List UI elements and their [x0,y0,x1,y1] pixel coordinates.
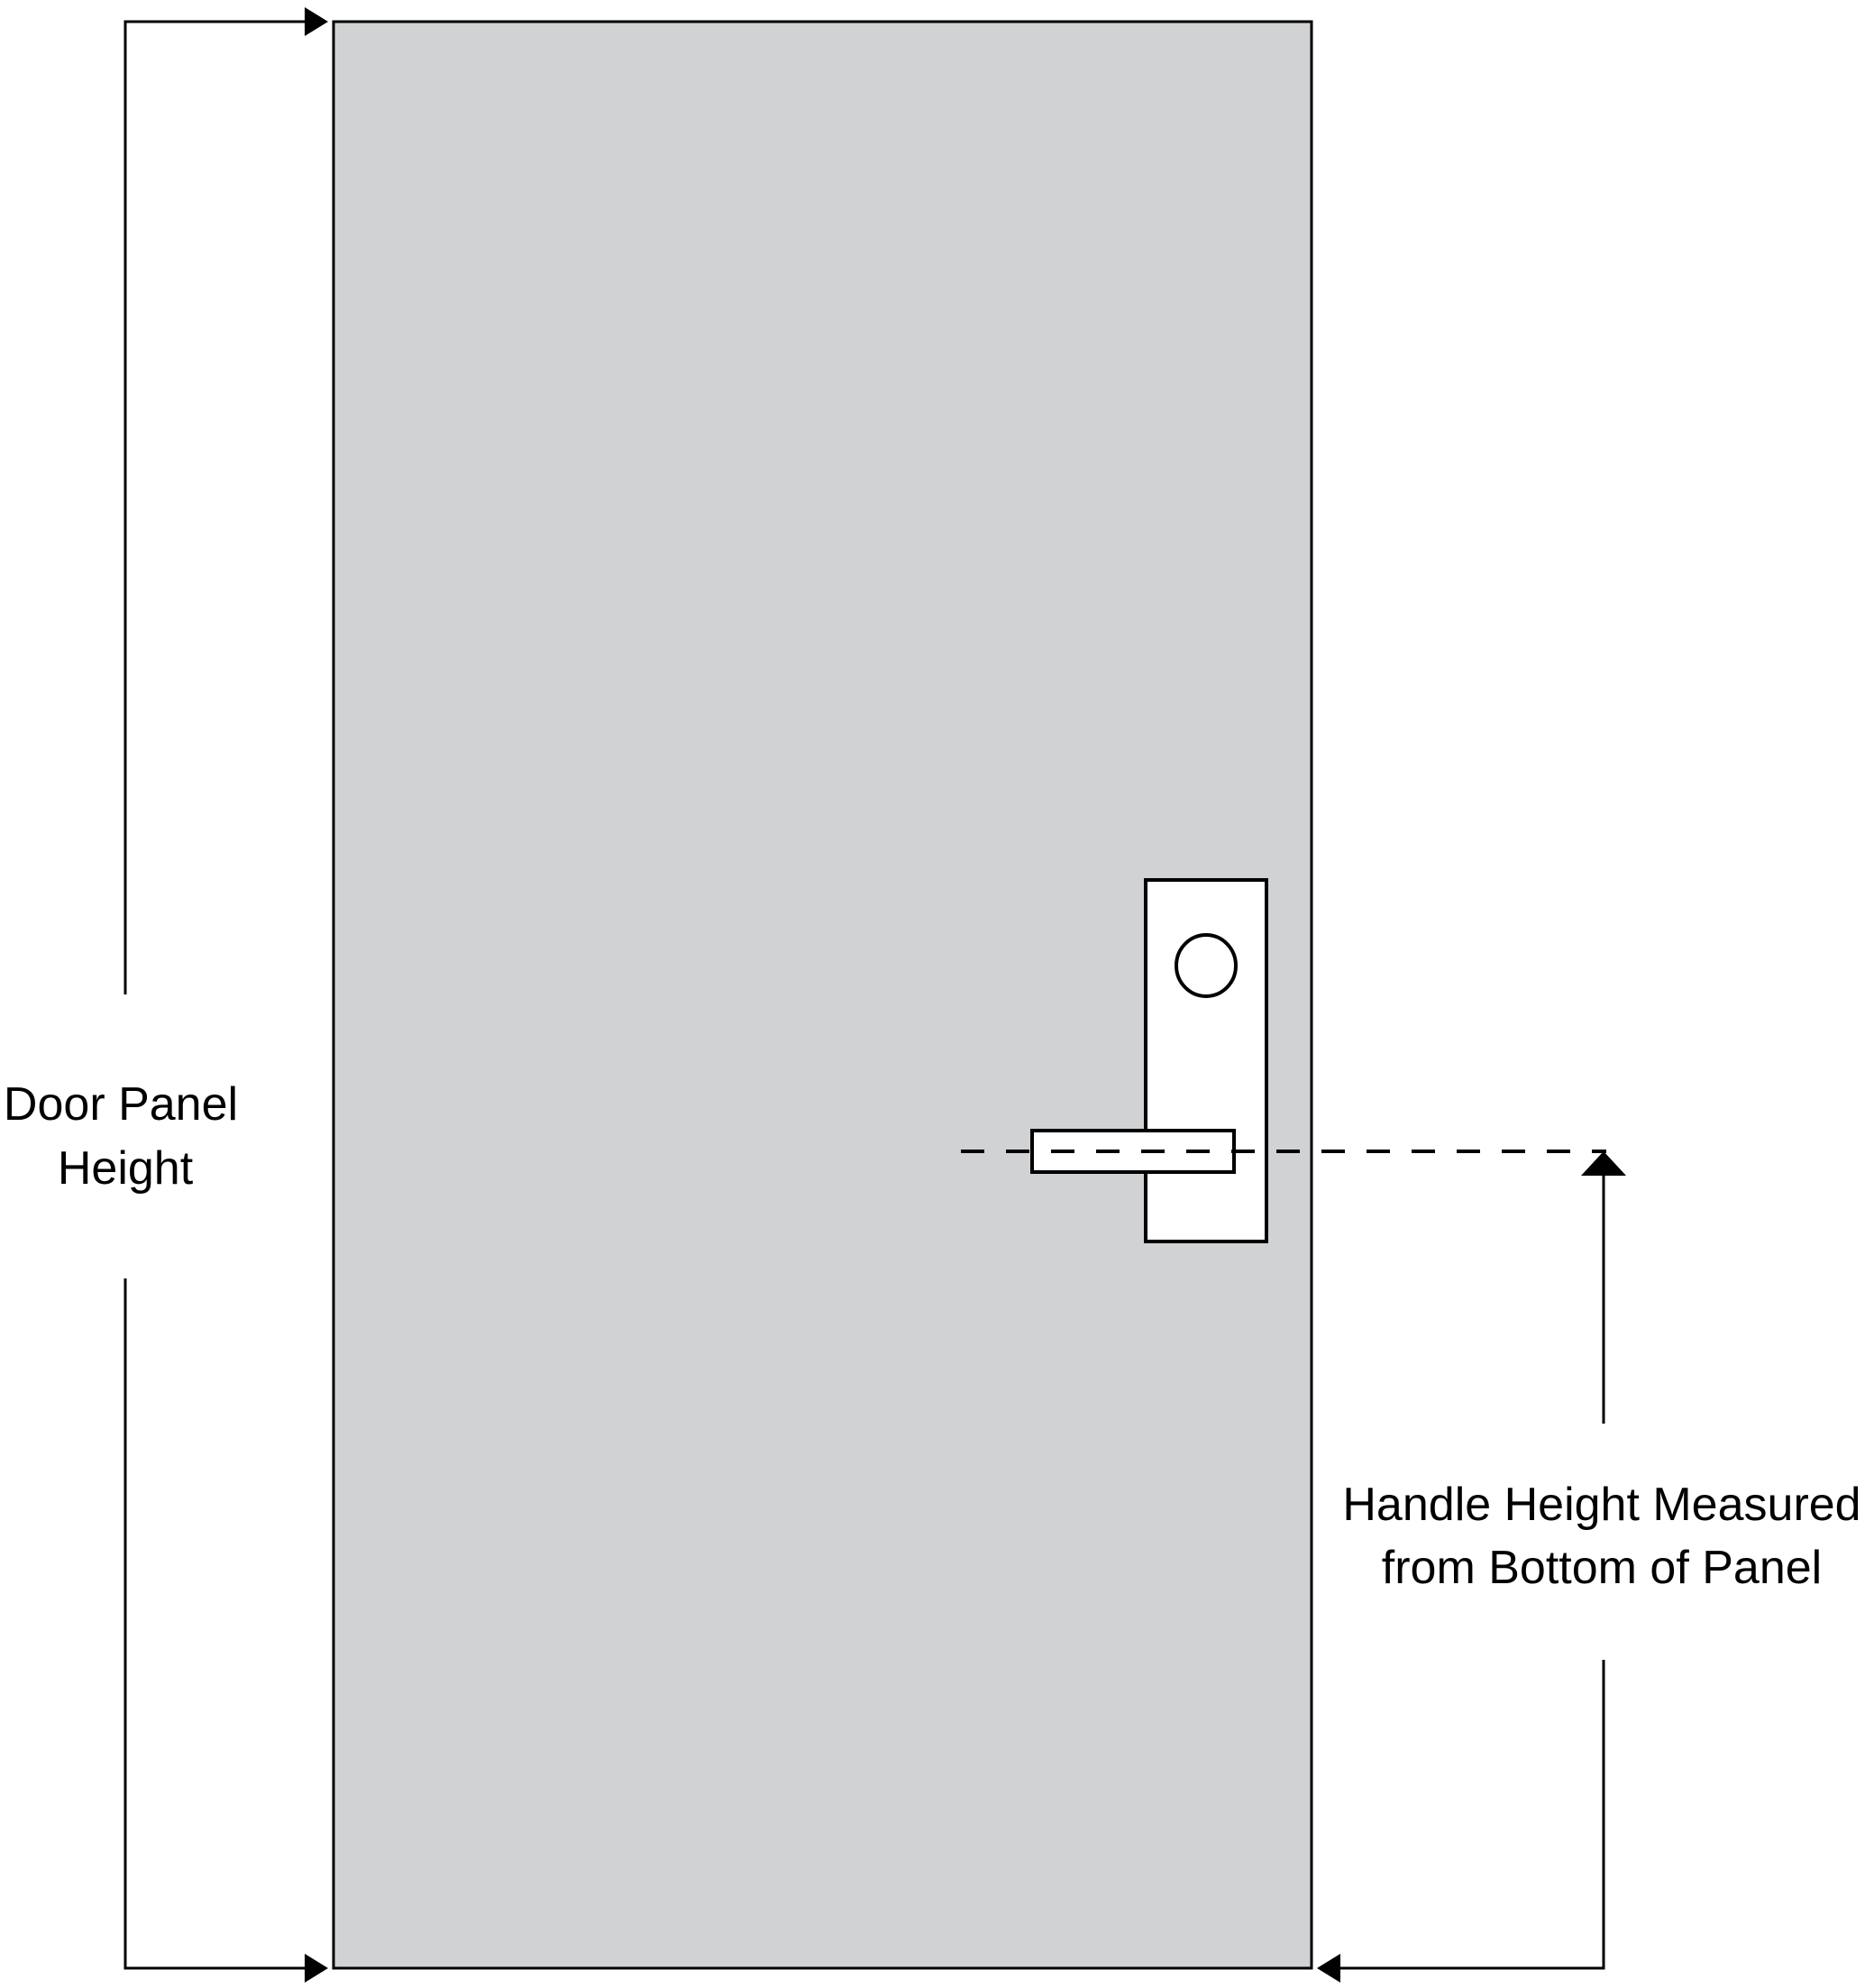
arrow-left-icon [1317,1954,1340,1983]
arrow-right-icon [305,7,328,36]
door-height-dimension [123,7,328,1983]
keyhole-cylinder [1175,933,1238,998]
arrow-right-icon [305,1954,328,1983]
handle-height-label-line2: from Bottom of Panel [1382,1542,1822,1594]
handle-height-dimension [1317,1151,1626,1983]
arrow-up-icon [1581,1151,1626,1176]
door-height-label-line1: Door Panel [4,1078,238,1131]
door-height-label-line2: Height [58,1142,194,1195]
handle-height-label-line1: Handle Height Measured [1342,1479,1860,1531]
